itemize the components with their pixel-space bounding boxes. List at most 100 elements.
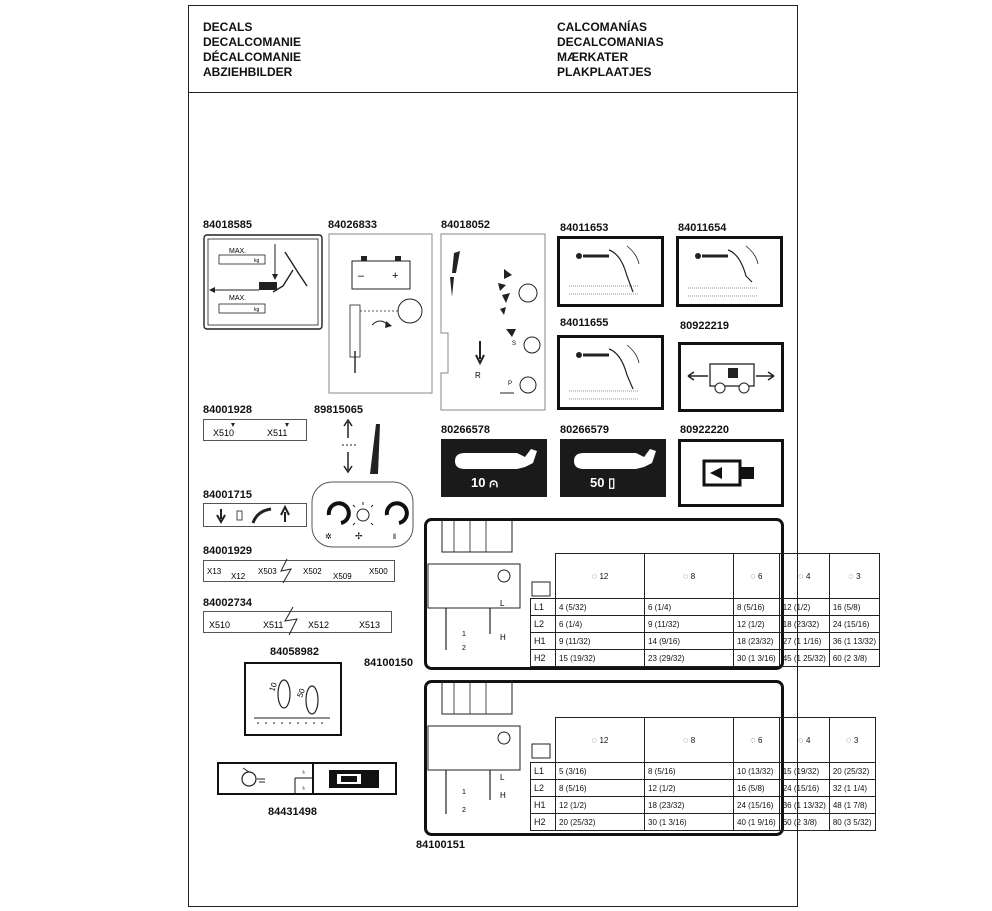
dial-value: 12 — [599, 572, 609, 581]
part-number: 84431498 — [268, 806, 317, 818]
dial-cell: ◌ 3 — [828, 717, 876, 763]
mech-label: H — [500, 633, 506, 642]
decal-84018052: S R P — [440, 233, 546, 411]
header-right-line: DECALCOMANIAS — [557, 35, 664, 49]
table-row: L1 5 (3/16) 8 (5/16) 10 (13/32) 15 (19/3… — [530, 762, 876, 780]
connector-label: X511 — [263, 620, 283, 630]
connector-label: X513 — [359, 620, 380, 630]
part-number: 89815065 — [314, 404, 363, 416]
part-number: 84100150 — [364, 657, 413, 669]
decal-84001929: X13 X12 X503 X502 X509 X500 — [203, 558, 395, 584]
svg-text:–: – — [358, 270, 365, 282]
header-left: DECALS DECALCOMANIE DÉCALCOMANIE ABZIEHB… — [203, 20, 301, 80]
dial-cell: ◌ 4 — [778, 717, 830, 763]
mech-label: 2 — [462, 645, 466, 652]
part-number: 80266578 — [441, 424, 490, 436]
table-row: L1 4 (5/32) 6 (1/4) 8 (5/16) 12 (1/2) 16… — [530, 598, 880, 616]
part-number: 84011655 — [560, 317, 609, 329]
dial-value: 4 — [805, 572, 811, 581]
header-divider — [189, 92, 797, 93]
s-label: S — [512, 341, 516, 347]
dial-value: 6 — [758, 736, 763, 745]
table-row: H2 15 (19/32) 23 (29/32) 30 (1 3/16) 45 … — [530, 649, 880, 667]
part-number: 84058982 — [270, 646, 319, 658]
connector-label: X12 — [231, 572, 246, 581]
dial-value: 12 — [599, 736, 609, 745]
decal-84018585: MAX. kg MAX. kg — [203, 234, 323, 330]
decal-text: 50 — [295, 687, 307, 699]
dial-value: 3 — [856, 572, 861, 581]
table-row: H1 9 (11/32) 14 (9/16) 18 (23/32) 27 (1 … — [530, 632, 880, 650]
connector-label: X503 — [258, 567, 277, 576]
decal-84002734: X510 X511 X512 X513 — [203, 606, 392, 635]
connector-label: X502 — [303, 567, 322, 576]
table-row: L2 6 (1/4) 9 (11/32) 12 (1/2) 18 (23/32)… — [530, 615, 880, 633]
decal-84001928: X510 X511 — [203, 419, 307, 441]
decal-80922219 — [678, 342, 784, 412]
part-number: 84026833 — [328, 219, 377, 231]
mech-label: 1 — [462, 789, 466, 796]
connector-label: X500 — [369, 567, 388, 576]
decal-80266579: 50 ▯ — [560, 439, 666, 497]
part-number: 84018052 — [441, 219, 490, 231]
dial-value: 4 — [805, 736, 811, 745]
connector-label: X509 — [333, 572, 352, 581]
dial-cell: ◌ 12 — [555, 717, 645, 763]
dial-value: 8 — [690, 572, 696, 581]
part-number: 84001929 — [203, 545, 252, 557]
p-label: P — [508, 381, 512, 387]
connector-label: X511 — [267, 428, 287, 438]
part-number: 80922219 — [680, 320, 729, 332]
mech-label: H — [500, 791, 506, 800]
mech-label: 2 — [462, 807, 466, 814]
dial-cell: ◌ 12 — [555, 553, 645, 599]
decal-80266578: 10 ⩀ — [441, 439, 547, 497]
decal-84001715 — [203, 503, 307, 527]
part-number: 84100151 — [416, 839, 465, 851]
header-right-line: PLAKPLAATJES — [557, 65, 652, 79]
decals-page-frame: DECALS DECALCOMANIE DÉCALCOMANIE ABZIEHB… — [188, 5, 798, 907]
max-label: MAX. — [229, 248, 246, 255]
svg-text:⫴: ⫴ — [393, 533, 396, 541]
header-left-line: DÉCALCOMANIE — [203, 50, 301, 64]
header-left-line: DECALS — [203, 20, 253, 34]
svg-text:✢: ✢ — [355, 531, 363, 541]
connector-label: X510 — [209, 620, 230, 630]
table-row: H1 12 (1/2) 18 (23/32) 24 (15/16) 36 (1 … — [530, 796, 876, 814]
connector-label: X512 — [308, 620, 329, 630]
part-number: 84002734 — [203, 597, 252, 609]
mech-label: L — [500, 773, 505, 782]
dial-cell: ◌ 6 — [733, 717, 780, 763]
part-number: 84018585 — [203, 219, 252, 231]
part-number: 84011654 — [678, 222, 727, 234]
header-right-line: CALCOMANÍAS — [557, 20, 647, 34]
mech-label: L — [500, 599, 505, 608]
decal-text: 10 — [267, 681, 279, 693]
dial-value: 3 — [853, 736, 859, 745]
decal-84026833: – + — [328, 233, 433, 394]
table-row: H2 20 (25/32) 30 (1 3/16) 40 (1 9/16) 60… — [530, 813, 876, 831]
decal-89815065 — [342, 418, 380, 474]
svg-text:♁: ♁ — [301, 769, 306, 776]
dial-value: 6 — [758, 572, 763, 581]
decal-80922220 — [678, 439, 784, 507]
dial-cell: ◌ 4 — [778, 553, 830, 599]
speed-table-84100151: ◌ 12 ◌ 8 ◌ 6 ◌ 4 ◌ 3 L1 5 (3/16) 8 (5/16… — [530, 717, 876, 831]
table-row: L2 8 (5/16) 12 (1/2) 16 (5/8) 24 (15/16)… — [530, 779, 876, 797]
part-number: 84001928 — [203, 404, 252, 416]
header-right-line: MÆRKATER — [557, 50, 629, 64]
dial-cell: ◌ 8 — [644, 717, 734, 763]
max-label: MAX. — [229, 295, 246, 302]
svg-text:✲: ✲ — [325, 532, 332, 541]
connector-label: X13 — [207, 567, 222, 576]
decal-84011655 — [557, 335, 664, 410]
mech-label: 1 — [462, 631, 466, 638]
decal-text: 10 ⩀ — [471, 475, 498, 490]
header-left-line: ABZIEHBILDER — [203, 65, 293, 79]
decal-84431498: ♁ ♁ — [217, 762, 397, 795]
heater-control-decal: ✲ ✢ ⫴ — [311, 481, 414, 548]
dial-value: 8 — [690, 736, 696, 745]
dial-cell: ◌ 3 — [828, 553, 880, 599]
decal-84011654 — [676, 236, 783, 307]
r-label: R — [475, 371, 481, 380]
